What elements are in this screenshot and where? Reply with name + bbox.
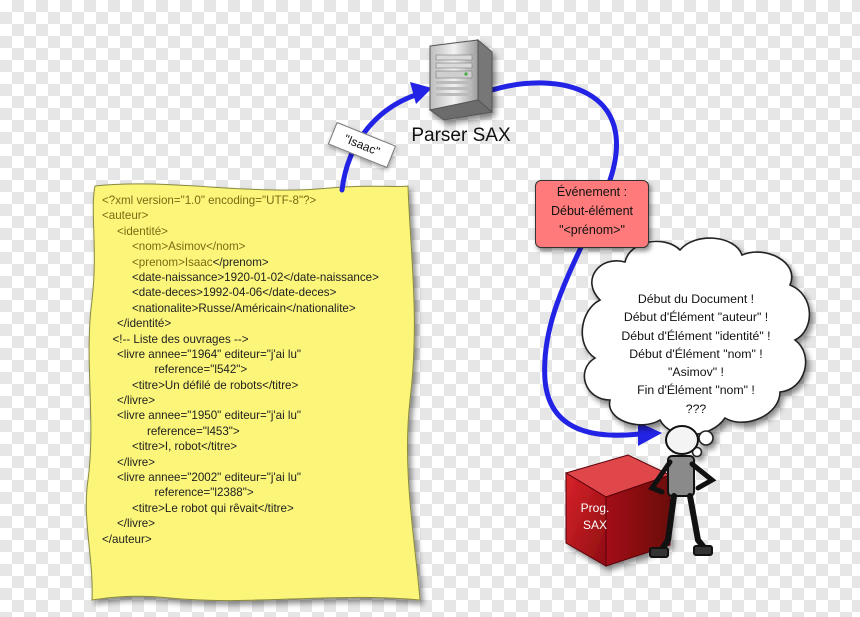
bubble-line: "Asimov" ! (668, 365, 724, 380)
bubble-line: Début d'Élément "identité" ! (621, 328, 771, 343)
arrow-head-server (410, 82, 432, 104)
bubble-line: Début d'Élément "nom" ! (629, 346, 763, 361)
xml-line: <titre>Un défilé de robots</titre> (132, 378, 299, 392)
bubble-line: ??? (685, 401, 707, 416)
xml-line: <livre annee="1950" editeur="j'ai lu" (117, 409, 302, 423)
event-line-3: "<prénom>" (559, 223, 625, 237)
xml-line: <nom>Asimov</nom> (132, 240, 246, 254)
xml-line: </auteur> (102, 532, 152, 546)
xml-line: reference="l453"> (147, 424, 240, 438)
prog-label-line-1: Prog. (580, 501, 610, 515)
event-line-1: Événement : (556, 185, 628, 199)
arrow-server-to-prog (489, 80, 651, 438)
xml-line: </identité> (117, 317, 172, 331)
xml-line: <livre annee="1964" editeur="j'ai lu" (117, 347, 302, 361)
xml-line: <titre>I, robot</titre> (132, 440, 238, 454)
event-line-2: Début-élément (551, 204, 633, 218)
xml-line: </livre> (117, 394, 156, 408)
xml-note (85, 183, 421, 602)
xml-line: <!-- Liste des ouvrages --> (112, 332, 249, 346)
xml-line: <date-deces>1992-04-06</date-deces> (132, 286, 337, 300)
xml-line: <nationalite>Russe/Américain</nationalit… (132, 301, 356, 315)
prog-sax-cube (564, 454, 672, 567)
character-icon (648, 425, 717, 558)
thought-bubble-text: Début du Document ! Début d'Élément "aut… (596, 290, 796, 418)
prog-label-line-2: SAX (582, 518, 607, 532)
bubble-line: Début du Document ! (637, 292, 755, 306)
xml-line: reference="l542"> (154, 363, 248, 377)
server-label: Parser SAX (411, 125, 511, 146)
xml-line: <date-naissance>1920-01-02</date-naissan… (132, 270, 379, 284)
xml-line: <?xml version="1.0" encoding="UTF-8"?> (102, 194, 317, 207)
xml-line: <identité> (117, 224, 168, 238)
xml-line: reference="l2388"> (154, 486, 254, 500)
thought-bubble (581, 237, 811, 458)
prog-sax-label: Prog. SAX (567, 500, 623, 534)
event-box: Événement : Début-élément "<prénom>" (535, 180, 649, 248)
bubble-line: Fin d'Élément "nom" ! (637, 383, 755, 398)
xml-line: </livre> (117, 517, 156, 531)
xml-line: <livre annee="2002" editeur="j'ai lu" (117, 471, 302, 485)
arrow-head-prog (638, 422, 662, 446)
server-icon (428, 38, 494, 121)
bubble-line: Début d'Élément "auteur" ! (623, 310, 769, 325)
xml-line: </livre> (117, 455, 156, 469)
xml-line: <auteur> (102, 209, 149, 223)
arrow-note-to-server (339, 90, 425, 193)
xml-line: <prenom>Isaac</prenom> (132, 255, 269, 269)
xml-line: <titre>Le robot qui rêvait</titre> (132, 501, 294, 515)
xml-listing: <?xml version="1.0" encoding="UTF-8"?> <a… (102, 193, 412, 547)
